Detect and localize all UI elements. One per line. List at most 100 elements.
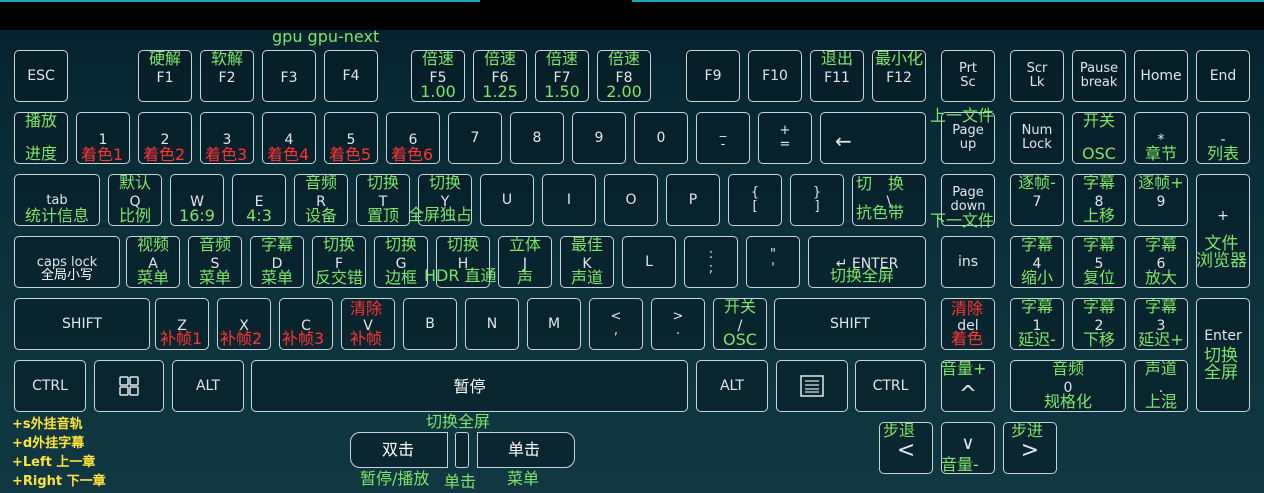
key-right[interactable]: > (1003, 422, 1057, 474)
key-d3[interactable]: 3 (200, 112, 254, 164)
key-tab[interactable]: tab (14, 174, 100, 226)
key-up[interactable]: ^ (941, 360, 995, 412)
key-r[interactable]: R (294, 174, 348, 226)
key-n6[interactable]: 6 (1134, 236, 1188, 288)
key-s[interactable]: S (188, 236, 242, 288)
key-q[interactable]: Q (108, 174, 162, 226)
key-pause[interactable]: Pause break (1072, 50, 1126, 102)
key-b[interactable]: B (403, 298, 457, 350)
key-n[interactable]: N (465, 298, 519, 350)
key-m[interactable]: M (527, 298, 581, 350)
key-f[interactable]: F (312, 236, 366, 288)
key-x[interactable]: X (217, 298, 271, 350)
key-y[interactable]: Y (418, 174, 472, 226)
key-h[interactable]: H (436, 236, 490, 288)
mouse-right-button[interactable] (477, 432, 575, 468)
key-j[interactable]: J (498, 236, 552, 288)
key-lalt[interactable]: ALT (172, 360, 244, 412)
key-backspace[interactable]: ← (820, 112, 926, 164)
key-f10[interactable]: F10 (748, 50, 802, 102)
key-e[interactable]: E (232, 174, 286, 226)
key-minus[interactable]: _ - (696, 112, 750, 164)
key-esc[interactable]: ESC (14, 50, 68, 102)
key-n0[interactable]: 0 (1010, 360, 1126, 412)
key-numlock[interactable]: Num Lock (1010, 112, 1064, 164)
key-d2[interactable]: 2 (138, 112, 192, 164)
key-f5[interactable]: F5 (411, 50, 465, 102)
key-numminus[interactable]: - (1196, 112, 1250, 164)
mouse-left-button[interactable] (350, 432, 448, 468)
key-grave[interactable] (14, 112, 68, 164)
key-down[interactable]: ∨ (941, 422, 995, 474)
key-enter[interactable]: ↵ ENTER (808, 236, 926, 288)
key-nenter[interactable]: Enter (1196, 298, 1250, 412)
key-scrlk[interactable]: Scr Lk (1010, 50, 1064, 102)
key-period[interactable]: > . (651, 298, 705, 350)
key-n5[interactable]: 5 (1072, 236, 1126, 288)
key-n4[interactable]: 4 (1010, 236, 1064, 288)
key-del[interactable]: del (941, 298, 995, 350)
key-f11[interactable]: F11 (810, 50, 864, 102)
key-numslash[interactable] (1072, 112, 1126, 164)
key-c[interactable]: C (279, 298, 333, 350)
key-ins[interactable]: ins (941, 236, 995, 288)
key-d6[interactable]: 6 (386, 112, 440, 164)
key-o[interactable]: O (604, 174, 658, 226)
key-rctrl[interactable]: CTRL (855, 360, 926, 412)
key-lshift[interactable]: SHIFT (14, 298, 150, 350)
key-d1[interactable]: 1 (76, 112, 130, 164)
key-n1[interactable]: 1 (1010, 298, 1064, 350)
key-t[interactable]: T (356, 174, 410, 226)
key-pageup[interactable]: Page up (941, 112, 995, 164)
key-d4[interactable]: 4 (262, 112, 316, 164)
key-f9[interactable]: F9 (686, 50, 740, 102)
key-space[interactable]: 暂停 (251, 360, 688, 412)
key-f12[interactable]: F12 (872, 50, 926, 102)
key-l[interactable]: L (622, 236, 676, 288)
key-n8[interactable]: 8 (1072, 174, 1126, 226)
key-p[interactable]: P (666, 174, 720, 226)
key-v[interactable]: V (341, 298, 395, 350)
key-f8[interactable]: F8 (597, 50, 651, 102)
key-lctrl[interactable]: CTRL (14, 360, 86, 412)
key-n7[interactable]: 7 (1010, 174, 1064, 226)
key-ndot[interactable]: . (1134, 360, 1188, 412)
key-pagedown[interactable]: Page down (941, 174, 995, 226)
key-u[interactable]: U (480, 174, 534, 226)
key-d0[interactable]: 0 (634, 112, 688, 164)
key-f4[interactable]: F4 (324, 50, 378, 102)
key-comma[interactable]: < , (589, 298, 643, 350)
key-d8[interactable]: 8 (510, 112, 564, 164)
key-n3[interactable]: 3 (1134, 298, 1188, 350)
key-d7[interactable]: 7 (448, 112, 502, 164)
key-d5[interactable]: 5 (324, 112, 378, 164)
key-n9[interactable]: 9 (1134, 174, 1188, 226)
key-n2[interactable]: 2 (1072, 298, 1126, 350)
key-k[interactable]: K (560, 236, 614, 288)
key-a[interactable]: A (126, 236, 180, 288)
key-w[interactable]: W (170, 174, 224, 226)
key-f1[interactable]: F1 (138, 50, 192, 102)
key-d9[interactable]: 9 (572, 112, 626, 164)
key-semicolon[interactable]: : ; (684, 236, 738, 288)
key-f2[interactable]: F2 (200, 50, 254, 102)
key-f7[interactable]: F7 (535, 50, 589, 102)
key-numstar[interactable]: * (1134, 112, 1188, 164)
mouse-wheel[interactable] (455, 432, 469, 468)
key-ralt[interactable]: ALT (696, 360, 768, 412)
key-nplus[interactable]: + (1196, 174, 1250, 288)
key-end[interactable]: End (1196, 50, 1250, 102)
key-dkey[interactable]: D (250, 236, 304, 288)
key-left[interactable]: < (879, 422, 933, 474)
key-quote[interactable]: " ' (746, 236, 800, 288)
key-f6[interactable]: F6 (473, 50, 527, 102)
key-f3[interactable]: F3 (262, 50, 316, 102)
key-backslash[interactable]: \ (852, 174, 926, 226)
key-slash[interactable]: / (713, 298, 767, 350)
key-prtsc[interactable]: Prt Sc (941, 50, 995, 102)
key-equal[interactable]: + = (758, 112, 812, 164)
key-caps[interactable]: caps lock (14, 236, 120, 288)
key-i[interactable]: I (542, 174, 596, 226)
key-g[interactable]: G (374, 236, 428, 288)
key-z[interactable]: Z (155, 298, 209, 350)
